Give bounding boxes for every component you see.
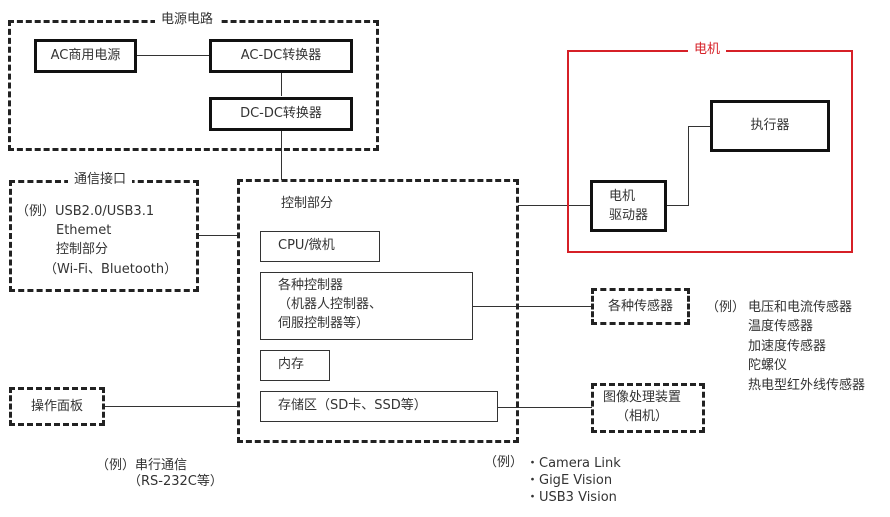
panel-example-line-1: （例）串行通信 — [96, 458, 188, 473]
sensor-example-2: 温度传感器 — [748, 319, 814, 334]
image-device-line-1: 图像处理装置 — [603, 390, 682, 405]
controllers-line-3: 伺服控制器等） — [278, 316, 370, 331]
cpu-box[interactable]: CPU/微机 — [260, 231, 380, 262]
actuator-box[interactable]: 执行器 — [710, 100, 830, 152]
motor-driver-line-2: 驱动器 — [609, 208, 649, 223]
sensors-example-prefix: （例） — [706, 300, 746, 315]
motor-driver-box[interactable]: 电机 驱动器 — [590, 180, 667, 232]
controllers-box[interactable]: 各种控制器 （机器人控制器、 伺服控制器等） — [260, 272, 473, 340]
motor-title: 电机 — [688, 42, 727, 58]
storage-label: 存储区（SD卡、SSD等） — [278, 398, 427, 413]
comm-interface-title: 通信接口 — [68, 172, 133, 188]
control-section-title: 控制部分 — [281, 196, 334, 211]
memory-box[interactable]: 内存 — [260, 350, 330, 381]
controllers-line-2: （机器人控制器、 — [278, 297, 383, 312]
dc-dc-converter-box[interactable]: DC-DC转换器 — [209, 97, 353, 131]
power-circuit-title: 电源电路 — [155, 12, 220, 28]
sensors-box[interactable]: 各种传感器 — [591, 288, 690, 325]
sensor-example-4: 陀螺仪 — [748, 358, 788, 373]
panel-example-line-2: （RS-232C等） — [128, 474, 223, 489]
ac-dc-converter-box[interactable]: AC-DC转换器 — [209, 39, 353, 73]
sensor-example-3: 加速度传感器 — [748, 339, 827, 354]
line-acdc-to-dcdc — [281, 72, 282, 96]
sensors-label: 各种传感器 — [607, 298, 673, 314]
ac-power-source-label: AC商用电源 — [50, 48, 121, 63]
line-control-to-motor-driver — [518, 205, 590, 206]
line-panel-to-control — [104, 406, 238, 407]
line-bend-vertical — [688, 126, 689, 206]
sensor-example-5: 热电型红外线传感器 — [748, 378, 866, 393]
line-dcdc-to-control — [281, 130, 282, 180]
image-example-2: ・GigE Vision — [526, 473, 613, 488]
operation-panel-label: 操作面板 — [30, 398, 83, 414]
memory-label: 内存 — [278, 357, 305, 372]
ac-power-source-box[interactable]: AC商用电源 — [34, 39, 137, 73]
line-comm-to-control — [198, 235, 238, 236]
image-example-1: ・Camera Link — [526, 456, 621, 471]
operation-panel-box[interactable]: 操作面板 — [9, 387, 105, 426]
line-storage-to-image — [498, 407, 592, 408]
line-controllers-to-sensors — [472, 306, 592, 307]
cpu-label: CPU/微机 — [278, 238, 335, 253]
comm-example-line-4: （Wi-Fi、Bluetooth） — [44, 262, 178, 277]
image-example-3: ・USB3 Vision — [526, 490, 617, 505]
storage-box[interactable]: 存储区（SD卡、SSD等） — [260, 391, 498, 422]
line-driver-to-bend — [666, 205, 688, 206]
control-section-group — [237, 179, 519, 443]
image-device-line-2: （相机） — [616, 409, 669, 424]
ac-dc-converter-label: AC-DC转换器 — [240, 48, 322, 63]
comm-example-line-1: （例）USB2.0/USB3.1 — [16, 204, 155, 219]
sensor-example-1: 电压和电流传感器 — [748, 300, 853, 315]
actuator-label: 执行器 — [750, 118, 790, 133]
image-device-box[interactable]: 图像处理装置 （相机） — [591, 383, 705, 433]
controllers-line-1: 各种控制器 — [278, 278, 344, 293]
dc-dc-converter-label: DC-DC转换器 — [240, 106, 322, 121]
line-bend-to-actuator — [688, 126, 710, 127]
image-example-prefix: （例） — [484, 455, 524, 470]
comm-example-line-2: Ethemet — [56, 223, 112, 238]
line-ac-to-acdc — [137, 55, 209, 56]
motor-driver-line-1: 电机 — [609, 189, 636, 204]
comm-example-line-3: 控制部分 — [56, 242, 109, 257]
